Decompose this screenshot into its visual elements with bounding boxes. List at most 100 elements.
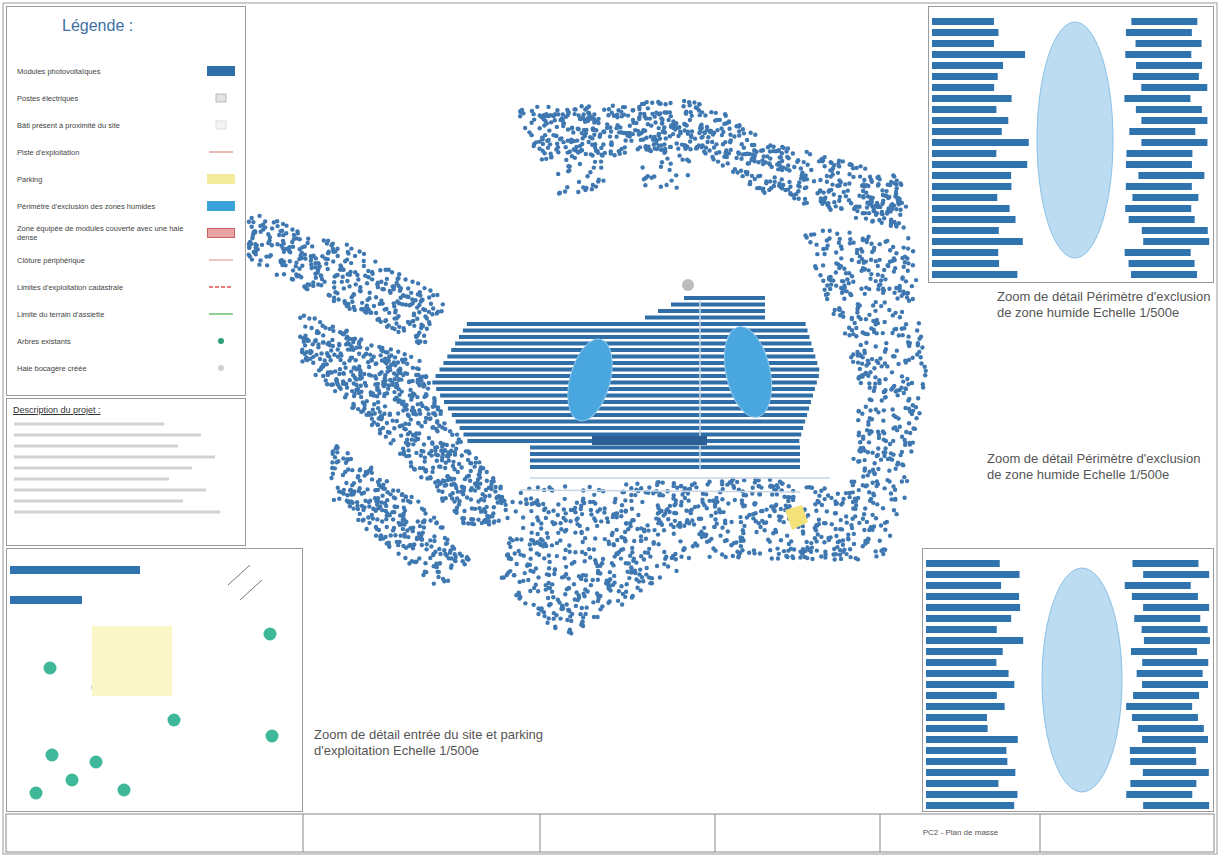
hedge-dot	[583, 107, 587, 111]
hedge-dot	[847, 172, 851, 176]
hedge-dot	[489, 483, 493, 487]
hedge-dot	[561, 140, 565, 144]
hedge-dot	[391, 287, 395, 291]
hedge-dot	[400, 302, 404, 306]
hedge-dot	[258, 224, 262, 228]
hedge-dot	[422, 383, 426, 387]
hedge-dot	[891, 484, 895, 488]
hedge-dot	[546, 138, 550, 142]
hedge-dot	[481, 466, 485, 470]
hedge-dot	[396, 330, 400, 334]
hedge-dot	[867, 470, 871, 474]
hedge-dot	[332, 280, 336, 284]
hedge-dot	[383, 307, 387, 311]
hedge-dot	[482, 498, 486, 502]
hedge-dot	[408, 388, 412, 392]
hedge-dot	[287, 246, 291, 250]
hedge-dot	[374, 311, 378, 315]
hedge-dot	[277, 233, 281, 237]
hedge-dot	[359, 307, 363, 311]
hedge-dot	[373, 382, 377, 386]
hedge-dot	[348, 347, 352, 351]
hedge-dot	[727, 151, 731, 155]
hedge-dot	[378, 268, 382, 272]
hedge-dot	[437, 488, 441, 492]
hedge-dot	[257, 262, 261, 266]
hedge-dot	[891, 313, 895, 317]
hedge-dot	[553, 133, 557, 137]
hedge-dot	[631, 108, 635, 112]
hedge-dot	[875, 211, 879, 215]
hedge-dot	[413, 467, 417, 471]
hedge-dot	[846, 188, 850, 192]
hedge-dot	[864, 317, 868, 321]
hedge-dot	[352, 366, 356, 370]
hedge-dot	[352, 403, 356, 407]
hedge-dot	[436, 453, 440, 457]
hedge-dot	[375, 282, 379, 286]
hedge-dot	[638, 145, 642, 149]
hedge-dot	[493, 489, 497, 493]
hedge-dot	[700, 110, 704, 114]
hedge-dot	[722, 155, 726, 159]
hedge-dot	[904, 386, 908, 390]
hedge-dot	[739, 169, 743, 173]
hedge-dot	[692, 100, 696, 104]
hedge-dot	[748, 181, 752, 185]
hedge-dot	[619, 110, 623, 114]
hedge-dot	[314, 256, 318, 260]
hedge-dot	[867, 381, 871, 385]
hedge-dot	[537, 147, 541, 151]
hedge-dot	[357, 352, 361, 356]
hedge-dot	[808, 240, 812, 244]
hedge-dot	[861, 437, 865, 441]
hedge-dot	[772, 184, 776, 188]
hedge-dot	[650, 100, 654, 104]
hedge-dot	[329, 348, 333, 352]
hedge-dot	[599, 146, 603, 150]
hedge-dot	[310, 244, 314, 248]
hedge-dot	[383, 357, 387, 361]
hedge-dot	[405, 362, 409, 366]
hedge-dot	[628, 124, 632, 128]
hedge-dot	[460, 485, 464, 489]
hedge-dot	[369, 311, 373, 315]
hedge-dot	[311, 284, 315, 288]
hedge-dot	[724, 114, 728, 118]
hedge-dot	[423, 340, 427, 344]
hedge-dot	[802, 201, 806, 205]
hedge-dot	[855, 251, 859, 255]
hedge-dot	[325, 373, 329, 377]
hedge-dot	[609, 149, 613, 153]
hedge-dot	[535, 105, 539, 109]
hedge-dot	[387, 311, 391, 315]
hedge-dot	[396, 360, 400, 364]
hedge-dot	[416, 421, 420, 425]
hedge-dot	[365, 399, 369, 403]
hedge-dot	[409, 355, 413, 359]
hedge-dot	[504, 508, 508, 512]
hedge-dot	[805, 163, 809, 167]
hedge-dot	[390, 270, 394, 274]
hedge-dot	[614, 134, 618, 138]
hedge-dot	[858, 440, 862, 444]
hedge-dot	[406, 295, 410, 299]
hedge-dot	[429, 302, 433, 306]
hedge-dot	[714, 151, 718, 155]
hedge-dot	[477, 460, 481, 464]
hedge-dot	[869, 272, 873, 276]
hedge-dot	[412, 324, 416, 328]
hedge-dot	[688, 147, 692, 151]
hedge-dot	[892, 174, 896, 178]
hedge-dot	[584, 128, 588, 132]
hedge-dot	[615, 123, 619, 127]
hedge-dot	[752, 143, 756, 147]
hedge-dot	[352, 305, 356, 309]
hedge-dot	[542, 123, 546, 127]
hedge-dot	[418, 466, 422, 470]
hedge-dot	[598, 132, 602, 136]
hedge-dot	[744, 152, 748, 156]
hedge-dot	[802, 160, 806, 164]
hedge-dot	[364, 383, 368, 387]
hedge-dot	[876, 203, 880, 207]
